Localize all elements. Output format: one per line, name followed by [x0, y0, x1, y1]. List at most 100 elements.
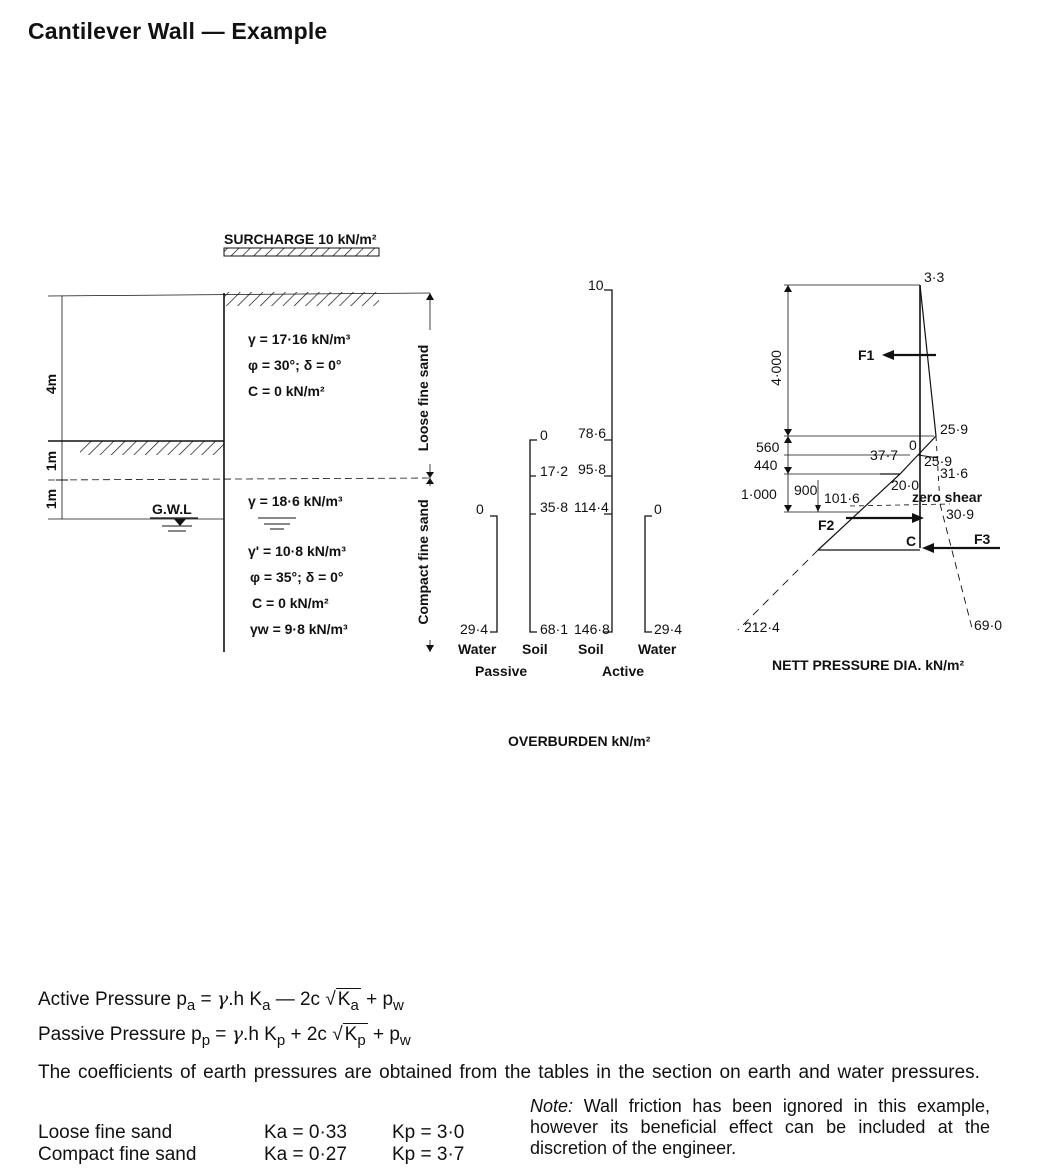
- eq-active-body: .h K: [228, 989, 263, 1010]
- nett-v-31-6: 31·6: [940, 465, 968, 481]
- nett-dim-4000: 4·000: [768, 350, 784, 386]
- dim-1m-upper: 1m: [43, 451, 59, 471]
- overburden-caption: OVERBURDEN kN/m²: [508, 733, 651, 749]
- active-water-bracket: [644, 515, 652, 633]
- passive-soil-bracket: [529, 439, 537, 633]
- soil-ka-loose: Ka = 0·33: [264, 1122, 347, 1143]
- dim-4m: 4m: [43, 374, 59, 394]
- passive-water-bracket: [490, 515, 498, 633]
- compact-prop-c: C = 0 kN/m²: [252, 595, 329, 611]
- eq-active-minus: — 2c √: [270, 989, 336, 1010]
- passive-water-bottom: 29·4: [460, 621, 488, 637]
- col-label-active-water: Water: [638, 641, 677, 657]
- eq-active-root: K: [337, 989, 351, 1010]
- passive-soil-1: 17·2: [540, 463, 568, 479]
- active-soil-1: 78·6: [578, 425, 606, 441]
- loose-prop-phi: φ = 30°; δ = 0°: [248, 357, 342, 373]
- active-soil-3: 114·4: [574, 499, 609, 515]
- nett-v-25-9-mid: 25·9: [924, 453, 952, 469]
- zero-shear-label: zero shear: [912, 489, 983, 505]
- f3-label: F3: [974, 531, 991, 547]
- soil-kp-loose: Kp = 3·0: [392, 1122, 465, 1143]
- note-text: Wall friction has been ignored in this e…: [530, 1096, 990, 1158]
- loose-prop-gamma: γ = 17·16 kN/m³: [248, 331, 351, 347]
- gwl-water-icon: [174, 519, 186, 526]
- nett-pressure-diagram: 3·3 4·000 F1 25·9 560 440 37·7 0 25·9 31…: [737, 269, 1002, 673]
- f2-label: F2: [818, 517, 835, 533]
- eq-active-tail-sub: w: [393, 996, 404, 1014]
- compact-prop-gamma: γ = 18·6 kN/m³: [248, 493, 343, 509]
- nett-v-20-0: 20·0: [891, 477, 919, 493]
- col-label-active-soil: Soil: [578, 641, 604, 657]
- nett-v-30-9: 30·9: [946, 506, 974, 522]
- note-label: Note:: [530, 1096, 574, 1116]
- compact-sand-label: Compact fine sand: [415, 499, 431, 624]
- eq-passive-body: .h K: [243, 1024, 277, 1045]
- nett-dim-900: 900: [794, 482, 818, 498]
- passive-water-top: 0: [476, 501, 484, 517]
- compact-prop-gamma-sub: γ' = 10·8 kN/m³: [248, 543, 346, 559]
- eq-active-prefix: Active Pressure p: [38, 989, 187, 1010]
- passive-pressure-equation: Passive Pressure pp = γ.h Kp + 2c √Kp + …: [38, 1023, 411, 1049]
- soil-ka-compact: Ka = 0·27: [264, 1144, 347, 1165]
- nett-v-101-6: 101·6: [824, 490, 860, 506]
- nett-dim-1000: 1·000: [741, 486, 777, 502]
- gwl-label: G.W.L: [152, 501, 192, 517]
- nett-v-3-3: 3·3: [924, 269, 944, 285]
- active-soil-bracket: [604, 289, 613, 633]
- eq-active-gamma: γ: [216, 988, 229, 1010]
- ground-hatch-top: [224, 292, 379, 306]
- f1-label: F1: [858, 347, 875, 363]
- overburden-diagram: 0 29·4 0 17·2 35·8 68·1 10 78·6 95·8 114…: [458, 277, 682, 749]
- active-soil-2: 95·8: [578, 461, 606, 477]
- eq-passive-tail: + p: [367, 1024, 400, 1045]
- page-title: Cantilever Wall — Example: [28, 18, 328, 44]
- eq-passive-root: K: [344, 1024, 358, 1045]
- passive-soil-3: 68·1: [540, 621, 568, 637]
- eq-passive-root-sub: p: [357, 1031, 366, 1049]
- wall-section: SURCHARGE 10 kN/m² 4m 1m 1m G.W.L γ = 17…: [43, 231, 434, 652]
- soil-kp-compact: Kp = 3·7: [392, 1144, 465, 1165]
- eq-active-sub: a: [186, 996, 196, 1014]
- nett-v-212-4: 212·4: [744, 619, 780, 635]
- loose-sand-label: Loose fine sand: [415, 345, 431, 452]
- eq-passive-sub: p: [201, 1031, 211, 1049]
- nett-active-profile: [880, 284, 937, 475]
- eq-passive-gamma: γ: [231, 1023, 244, 1045]
- soil-name-loose: Loose fine sand: [38, 1122, 173, 1143]
- nett-passive-slope: [817, 473, 901, 551]
- cantilever-wall-diagram: SURCHARGE 10 kN/m² 4m 1m 1m G.W.L γ = 17…: [43, 231, 1002, 749]
- eq-active-eq: =: [195, 989, 217, 1010]
- eq-passive-ksub: p: [276, 1031, 286, 1049]
- nett-v-69-0: 69·0: [974, 617, 1002, 633]
- ground-hatch-front: [80, 441, 224, 455]
- active-pressure-equation: Active Pressure pa = γ.h Ka — 2c √Ka + p…: [38, 988, 404, 1014]
- soil-name-compact: Compact fine sand: [38, 1144, 197, 1165]
- active-soil-0: 10: [588, 277, 604, 293]
- active-water-bottom: 29·4: [654, 621, 682, 637]
- col-label-passive-water: Water: [458, 641, 497, 657]
- surcharge-strip: [223, 247, 380, 257]
- dim-1m-lower: 1m: [43, 489, 59, 509]
- loose-prop-c: C = 0 kN/m²: [248, 383, 325, 399]
- soil-boundary-line: [47, 477, 431, 481]
- group-label-active: Active: [602, 663, 644, 679]
- active-soil-4: 146·8: [574, 621, 610, 637]
- coefficients-paragraph: The coefficients of earth pressures are …: [38, 1062, 980, 1083]
- col-label-passive-soil: Soil: [522, 641, 548, 657]
- eq-passive-eq: =: [210, 1024, 232, 1045]
- nett-dim-560: 560: [756, 439, 780, 455]
- passive-soil-2: 35·8: [540, 499, 568, 515]
- active-water-top: 0: [654, 501, 662, 517]
- compact-prop-gammaw: γw = 9·8 kN/m³: [250, 621, 348, 637]
- nett-caption: NETT PRESSURE DIA. kN/m²: [772, 657, 964, 673]
- eq-passive-plus: + 2c √: [285, 1024, 343, 1045]
- eq-active-root-sub: a: [350, 996, 359, 1014]
- surcharge-label: SURCHARGE 10 kN/m²: [224, 231, 377, 247]
- eq-active-ksub: a: [262, 996, 271, 1014]
- eq-passive-tail-sub: w: [399, 1031, 411, 1049]
- nett-v-37-7: 37·7: [870, 447, 898, 463]
- passive-soil-0: 0: [540, 427, 548, 443]
- compact-prop-phi: φ = 35°; δ = 0°: [250, 569, 344, 585]
- nett-v-25-9-top: 25·9: [940, 421, 968, 437]
